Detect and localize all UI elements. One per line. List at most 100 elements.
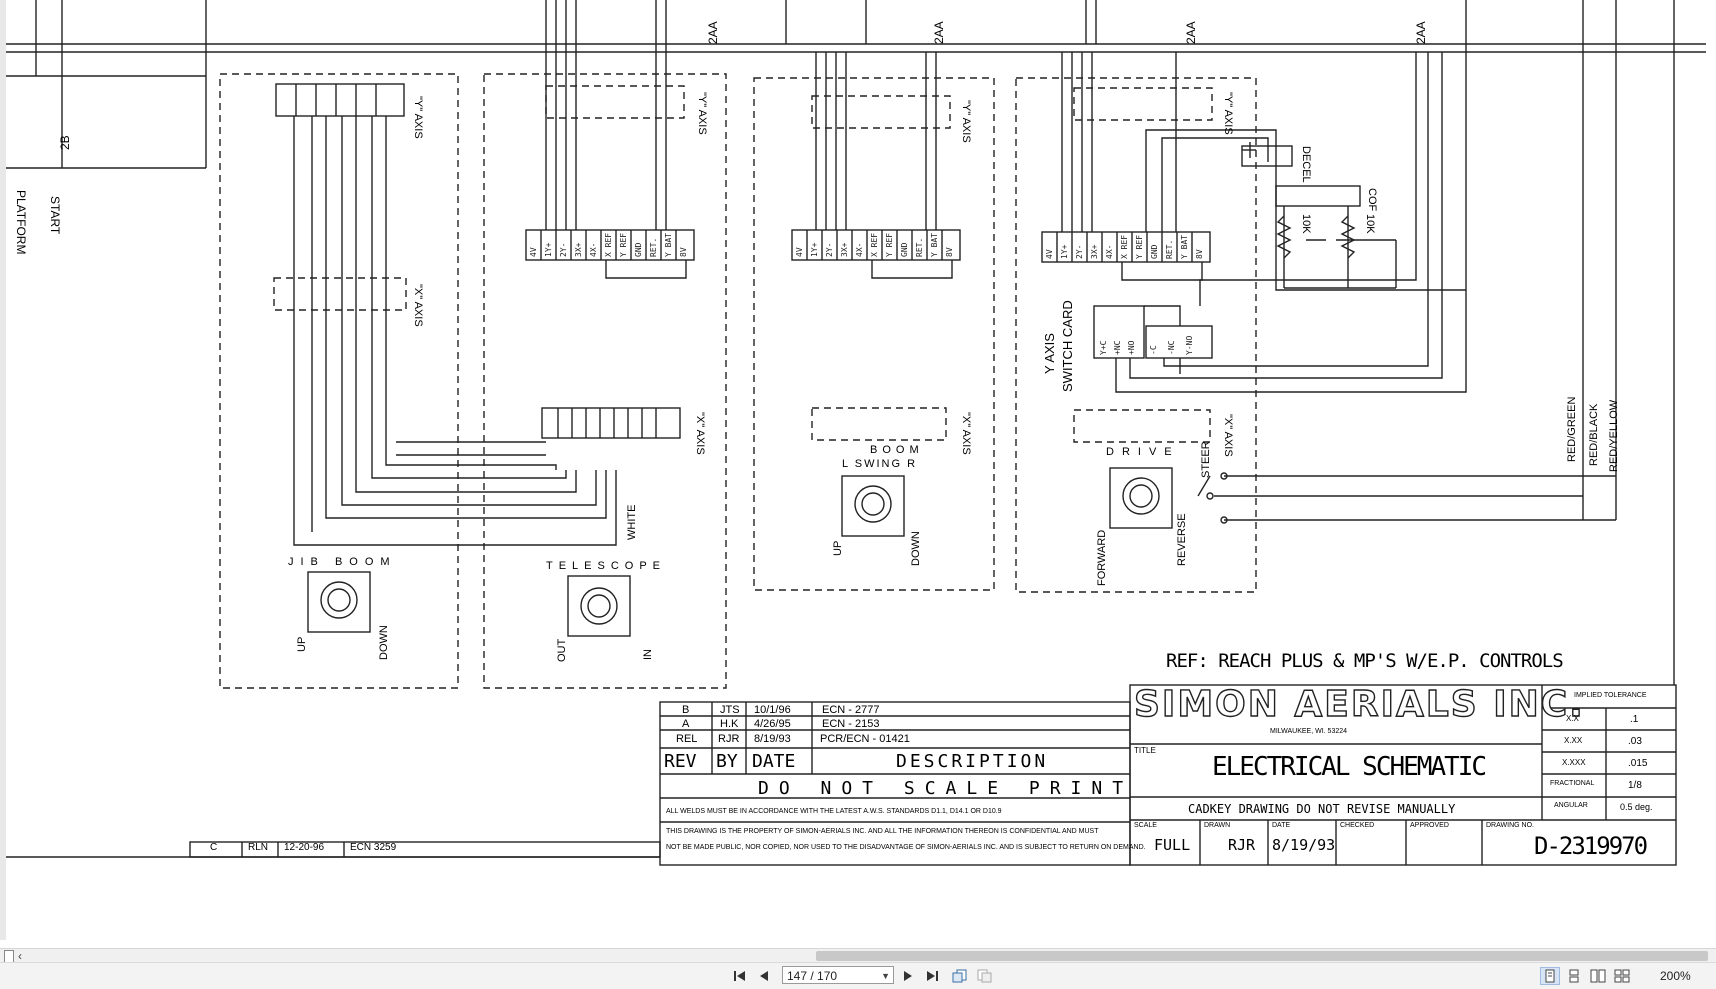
first-page-icon xyxy=(734,971,745,981)
wire-2aa-label-4: 2AA xyxy=(1414,21,1428,44)
next-page-icon xyxy=(904,971,912,981)
jib-boom-label: JIB BOOM xyxy=(288,556,397,568)
last-page-icon xyxy=(927,971,938,981)
page-number-field[interactable]: 147 / 170 ▼ xyxy=(782,966,894,984)
facing-pages-icon xyxy=(1590,969,1606,983)
drive-x-axis-label: "X" AXIS xyxy=(1222,414,1234,457)
tele-out-label: OUT xyxy=(556,638,568,662)
connector-pin-label: 4V xyxy=(795,247,804,257)
continuous-view-button[interactable] xyxy=(1564,967,1584,985)
previous-page-button[interactable] xyxy=(754,967,774,985)
connector-pin-label: 3X+ xyxy=(840,242,849,257)
single-page-icon xyxy=(1545,969,1555,983)
wire-2aa-label-3: 2AA xyxy=(1184,21,1198,44)
connector-pin-label: 1Y+ xyxy=(810,242,819,257)
ref-note: REF: REACH PLUS & MP'S W/E.P. CONTROLS xyxy=(1166,650,1564,672)
swing-up-label: UP xyxy=(832,540,844,556)
wire-2aa-label-1: 2AA xyxy=(706,21,720,44)
do-not-scale-note: DO NOT SCALE PRINT xyxy=(758,778,1134,799)
connector-pin-label: 2Y- xyxy=(559,243,568,257)
page-dropdown-icon[interactable]: ▼ xyxy=(881,971,890,981)
forward-view-icon xyxy=(977,969,992,983)
horizontal-scrollbar[interactable]: ‹ xyxy=(0,948,1716,963)
go-back-view-button[interactable] xyxy=(950,967,970,985)
connector-pin-label: RET. xyxy=(915,238,924,257)
switch-pin-label: -C xyxy=(1149,345,1158,355)
connector-pin-label: 3X+ xyxy=(574,242,583,257)
white-wire-label: WHITE xyxy=(626,504,638,540)
resistor-label-2: 10K xyxy=(1364,214,1376,234)
platform-label: PLATFORM xyxy=(14,190,28,254)
switch-pin-label: Y-NO xyxy=(1185,336,1194,355)
connector-pin-label: Y REF xyxy=(1135,235,1144,259)
connector-pin-label: 3X+ xyxy=(1090,244,1099,259)
connector-pin-label: 4V xyxy=(529,247,538,257)
continuous-facing-icon xyxy=(1614,969,1630,983)
property-note-2: NOT BE MADE PUBLIC, NOR COPIED, NOR USED… xyxy=(666,844,1146,851)
connector-pin-label: 2Y- xyxy=(1075,245,1084,259)
jib-y-axis-label: "Y" AXIS xyxy=(412,96,424,139)
continuous-facing-view-button[interactable] xyxy=(1612,967,1632,985)
scroll-left-icon[interactable]: ‹ xyxy=(18,949,22,963)
first-page-button[interactable] xyxy=(730,967,750,985)
tolerance-header: IMPLIED TOLERANCE xyxy=(1574,692,1647,699)
resistor-label-1: 10K xyxy=(1300,214,1312,234)
red-green-wire-label: RED/GREEN xyxy=(1566,396,1578,462)
tele-x-axis-label: "X" AXIS xyxy=(694,412,706,455)
connector-pin-label: Y BAT xyxy=(664,233,673,257)
connector-pin-label: Y REF xyxy=(619,233,628,257)
company-city: MILWAUKEE, WI. 53224 xyxy=(1270,728,1348,735)
connector-pin-label: Y REF xyxy=(885,233,894,257)
switch-pin-label: -NC xyxy=(1167,340,1176,355)
connector-pin-label: 8V xyxy=(679,247,688,257)
switch-card-label: SWITCH CARD xyxy=(1060,300,1075,392)
reverse-label: REVERSE xyxy=(1176,513,1188,566)
drive-y-axis-label: "Y" AXIS xyxy=(1222,92,1234,135)
page-indicator: 147 / 170 xyxy=(787,969,838,983)
connector-pin-label: 1Y+ xyxy=(1060,244,1069,259)
connector-pin-label: Y BAT xyxy=(930,233,939,257)
last-page-button[interactable] xyxy=(922,967,942,985)
start-text: START xyxy=(48,196,62,235)
connector-pin-label: Y BAT xyxy=(1180,235,1189,259)
wire-2aa-label-2: 2AA xyxy=(932,21,946,44)
go-forward-view-button[interactable] xyxy=(974,967,994,985)
platform-text: PLATFORM xyxy=(14,190,28,255)
connector-pin-label: 8V xyxy=(1195,249,1204,259)
swing-x-axis-label: "X" AXIS xyxy=(960,412,972,455)
single-page-view-button[interactable] xyxy=(1540,967,1560,985)
document-page: 4V 1Y+ 2Y- 3X+ 4X- X REF Y REF GND RET. Y BAT 8V 4V… xyxy=(6,0,1716,948)
navigation-toolbar: 147 / 170 ▼ 200% xyxy=(0,962,1716,989)
red-black-wire-label: RED/BLACK xyxy=(1588,403,1600,466)
drawing-title: ELECTRICAL SCHEMATIC xyxy=(1212,752,1487,782)
scrollbar-thumb[interactable] xyxy=(816,951,1708,961)
wire-2b-label: 2B xyxy=(58,135,72,150)
forward-label: FORWARD xyxy=(1096,529,1108,586)
zoom-level[interactable]: 200% xyxy=(1660,969,1691,983)
jib-x-axis-label: "X" AXIS xyxy=(412,284,424,327)
property-note-1: THIS DRAWING IS THE PROPERTY OF SIMON-AE… xyxy=(666,828,1099,835)
connector-pin-label: 2Y- xyxy=(825,243,834,257)
switch-pin-label: +NO xyxy=(1127,340,1136,355)
facing-view-button[interactable] xyxy=(1588,967,1608,985)
connector-pin-label: X REF xyxy=(870,233,879,257)
start-label: START xyxy=(48,196,62,234)
title-label: TITLE xyxy=(1134,746,1156,755)
connector-pin-label: 4X- xyxy=(855,243,864,257)
approved-cell: APPROVED xyxy=(1410,822,1449,829)
company-logo: SIMON AERIALS INC. xyxy=(1133,683,1585,725)
next-page-button[interactable] xyxy=(898,967,918,985)
connector-pin-label: 4V xyxy=(1045,249,1054,259)
steer-label: STEER xyxy=(1200,441,1212,478)
electrical-schematic-drawing: 4V 1Y+ 2Y- 3X+ 4X- X REF Y REF GND RET. Y BAT 8V 4V… xyxy=(6,0,1706,866)
switch-pin-label: +NC xyxy=(1113,340,1122,355)
connector-pin-label: X REF xyxy=(604,233,613,257)
connector-pin-label: GND xyxy=(900,242,909,257)
jib-down-label: DOWN xyxy=(378,625,390,660)
connector-pin-label: GND xyxy=(634,242,643,257)
jib-up-label: UP xyxy=(296,636,308,652)
welds-note: ALL WELDS MUST BE IN ACCORDANCE WITH THE… xyxy=(666,808,1002,815)
connector-pin-label: 8V xyxy=(945,247,954,257)
switch-pin-label: Y+C xyxy=(1099,340,1108,355)
